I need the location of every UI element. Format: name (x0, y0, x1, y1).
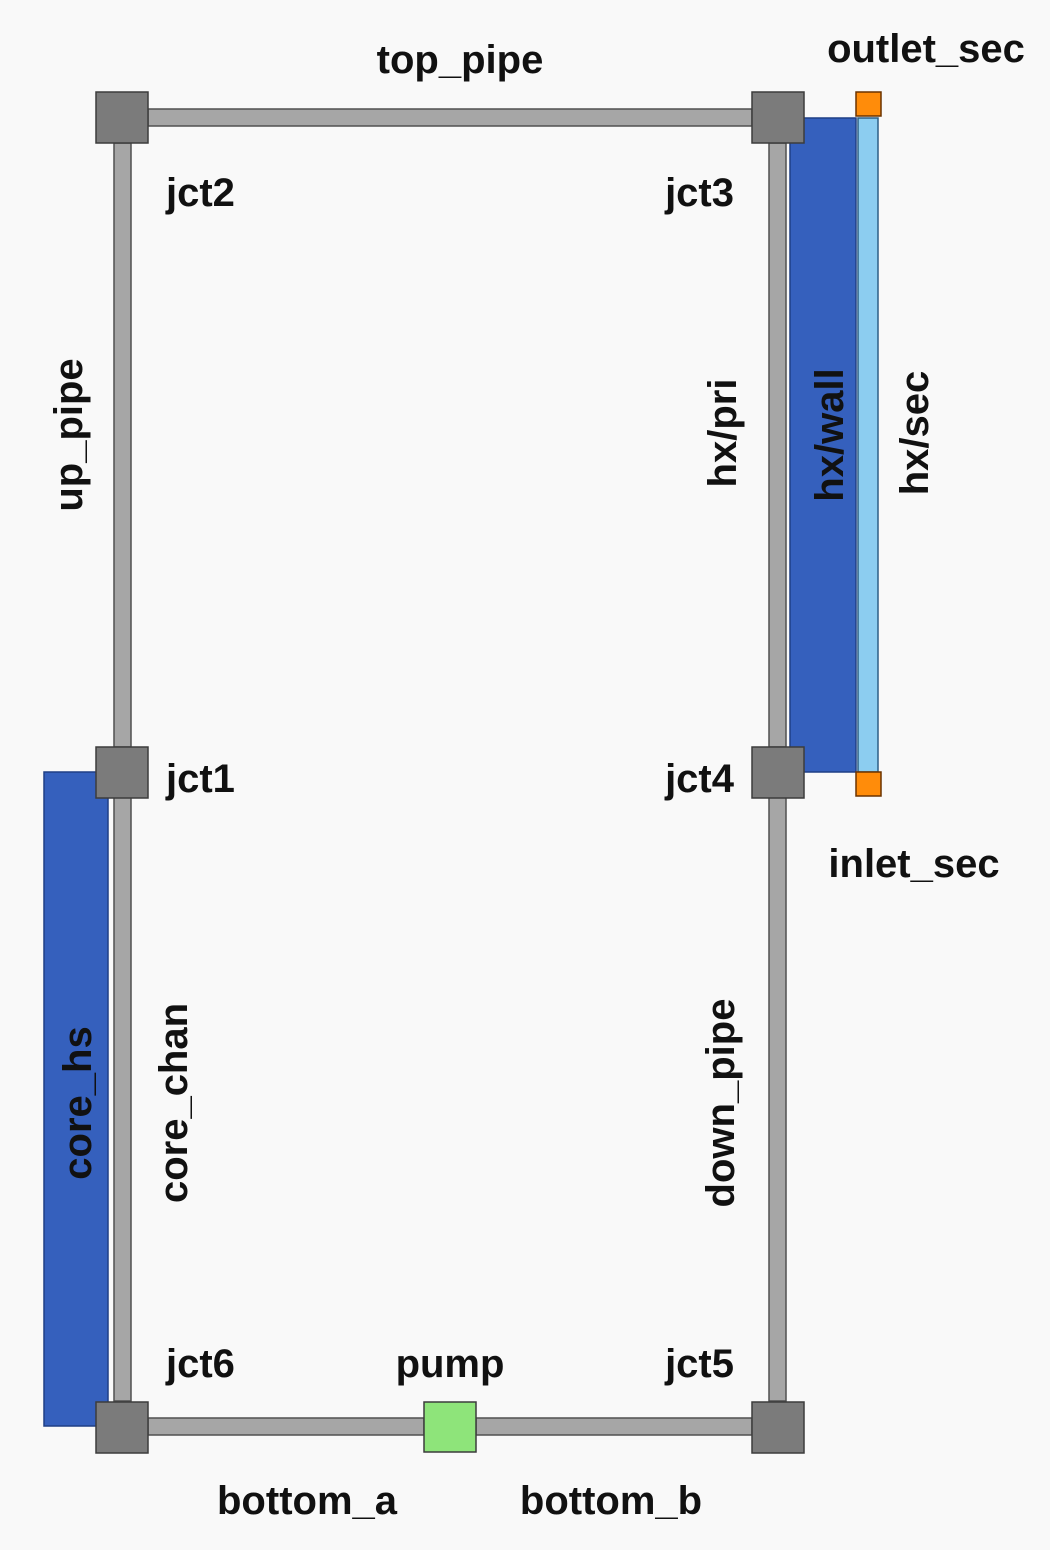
label-jct4: jct4 (664, 757, 735, 801)
junction-jct3 (751, 91, 805, 144)
label-top-pipe: top_pipe (377, 38, 544, 82)
label-jct2: jct2 (165, 171, 235, 215)
label-outlet-sec: outlet_sec (827, 27, 1025, 71)
label-core-chan: core_chan (152, 1003, 196, 1203)
inlet-sec-boundary (855, 771, 882, 797)
label-hx-sec: hx/sec (893, 371, 937, 496)
label-bottom-b: bottom_b (520, 1479, 702, 1523)
top-pipe (147, 108, 753, 127)
bottom-b-pipe (475, 1417, 753, 1436)
label-inlet-sec: inlet_sec (828, 842, 999, 886)
down-pipe (768, 796, 787, 1402)
hx-wall-heat-structure (789, 117, 857, 773)
label-up-pipe: up_pipe (47, 358, 91, 511)
junction-jct5 (751, 1401, 805, 1454)
outlet-sec-boundary (855, 91, 882, 117)
hx-primary-pipe (768, 142, 787, 748)
pump (423, 1401, 477, 1453)
up-pipe (113, 142, 132, 748)
label-jct3: jct3 (664, 171, 734, 215)
label-core-hs: core_hs (56, 1026, 100, 1179)
core-channel-pipe (113, 796, 132, 1402)
junction-jct2 (95, 91, 149, 144)
junction-jct6 (95, 1401, 149, 1454)
label-bottom-a: bottom_a (217, 1479, 398, 1523)
label-jct6: jct6 (165, 1342, 235, 1386)
label-down-pipe: down_pipe (699, 999, 743, 1208)
bottom-a-pipe (147, 1417, 425, 1436)
junction-jct1 (95, 746, 149, 799)
core-heat-structure (43, 771, 109, 1427)
label-jct5: jct5 (664, 1342, 734, 1386)
label-jct1: jct1 (165, 757, 235, 801)
label-hx-pri: hx/pri (701, 379, 745, 488)
junction-jct4 (751, 746, 805, 799)
hx-secondary-channel (857, 117, 879, 773)
label-hx-wall: hx/wall (808, 368, 852, 501)
label-pump: pump (396, 1342, 505, 1386)
